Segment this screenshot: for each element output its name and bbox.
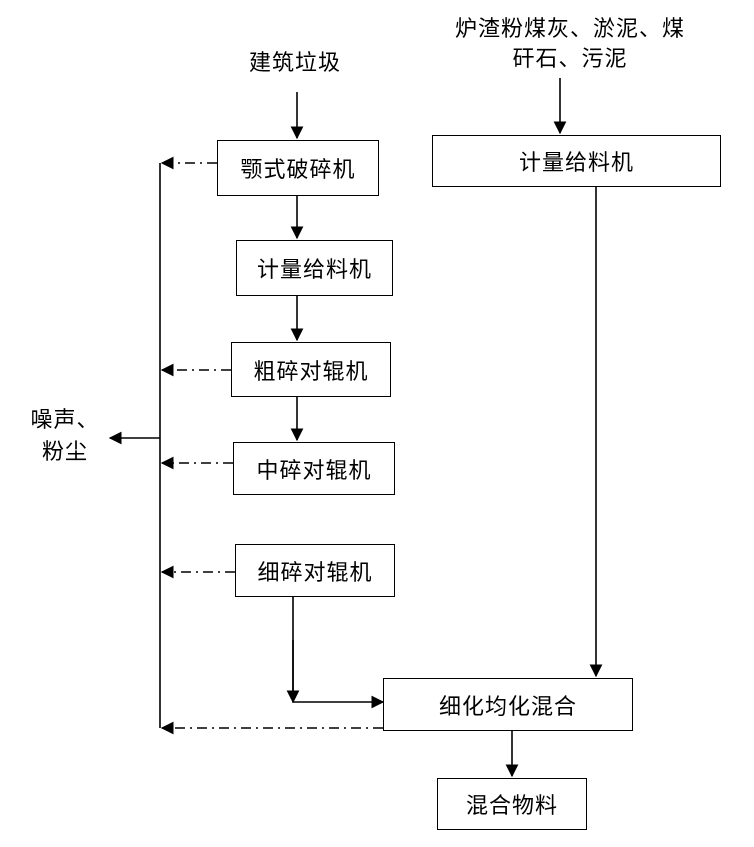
output-dust: 粉尘 xyxy=(41,440,88,465)
node-mixer: 细化均化混合 xyxy=(383,678,633,731)
node-coarse-roller: 粗碎对辊机 xyxy=(231,342,391,397)
node-medium-roller-label: 中碎对辊机 xyxy=(256,458,372,484)
node-feeder-right: 计量给料机 xyxy=(432,135,721,187)
input-slag-line1: 炉渣粉煤灰、淤泥、煤 xyxy=(454,17,685,42)
node-fine-roller: 细碎对辊机 xyxy=(235,544,395,597)
input-slag-line2: 矸石、污泥 xyxy=(512,47,628,72)
node-feeder-right-label: 计量给料机 xyxy=(518,151,634,176)
output-noise: 噪声、 xyxy=(30,408,100,433)
node-jaw-crusher: 颚式破碎机 xyxy=(217,140,379,196)
node-product: 混合物料 xyxy=(437,778,587,830)
node-coarse-roller-label: 粗碎对辊机 xyxy=(253,359,369,385)
node-fine-roller-label: 细碎对辊机 xyxy=(257,560,373,586)
node-medium-roller: 中碎对辊机 xyxy=(233,442,395,495)
node-mixer-label: 细化均化混合 xyxy=(438,694,577,720)
arrow-fine-to-mixer xyxy=(292,597,385,709)
input-construction-waste: 建筑垃圾 xyxy=(248,51,341,76)
node-feeder-left-label: 计量给料机 xyxy=(256,258,372,283)
node-jaw-crusher-label: 颚式破碎机 xyxy=(240,158,356,183)
node-feeder-left: 计量给料机 xyxy=(236,240,393,296)
node-product-label: 混合物料 xyxy=(465,794,558,819)
